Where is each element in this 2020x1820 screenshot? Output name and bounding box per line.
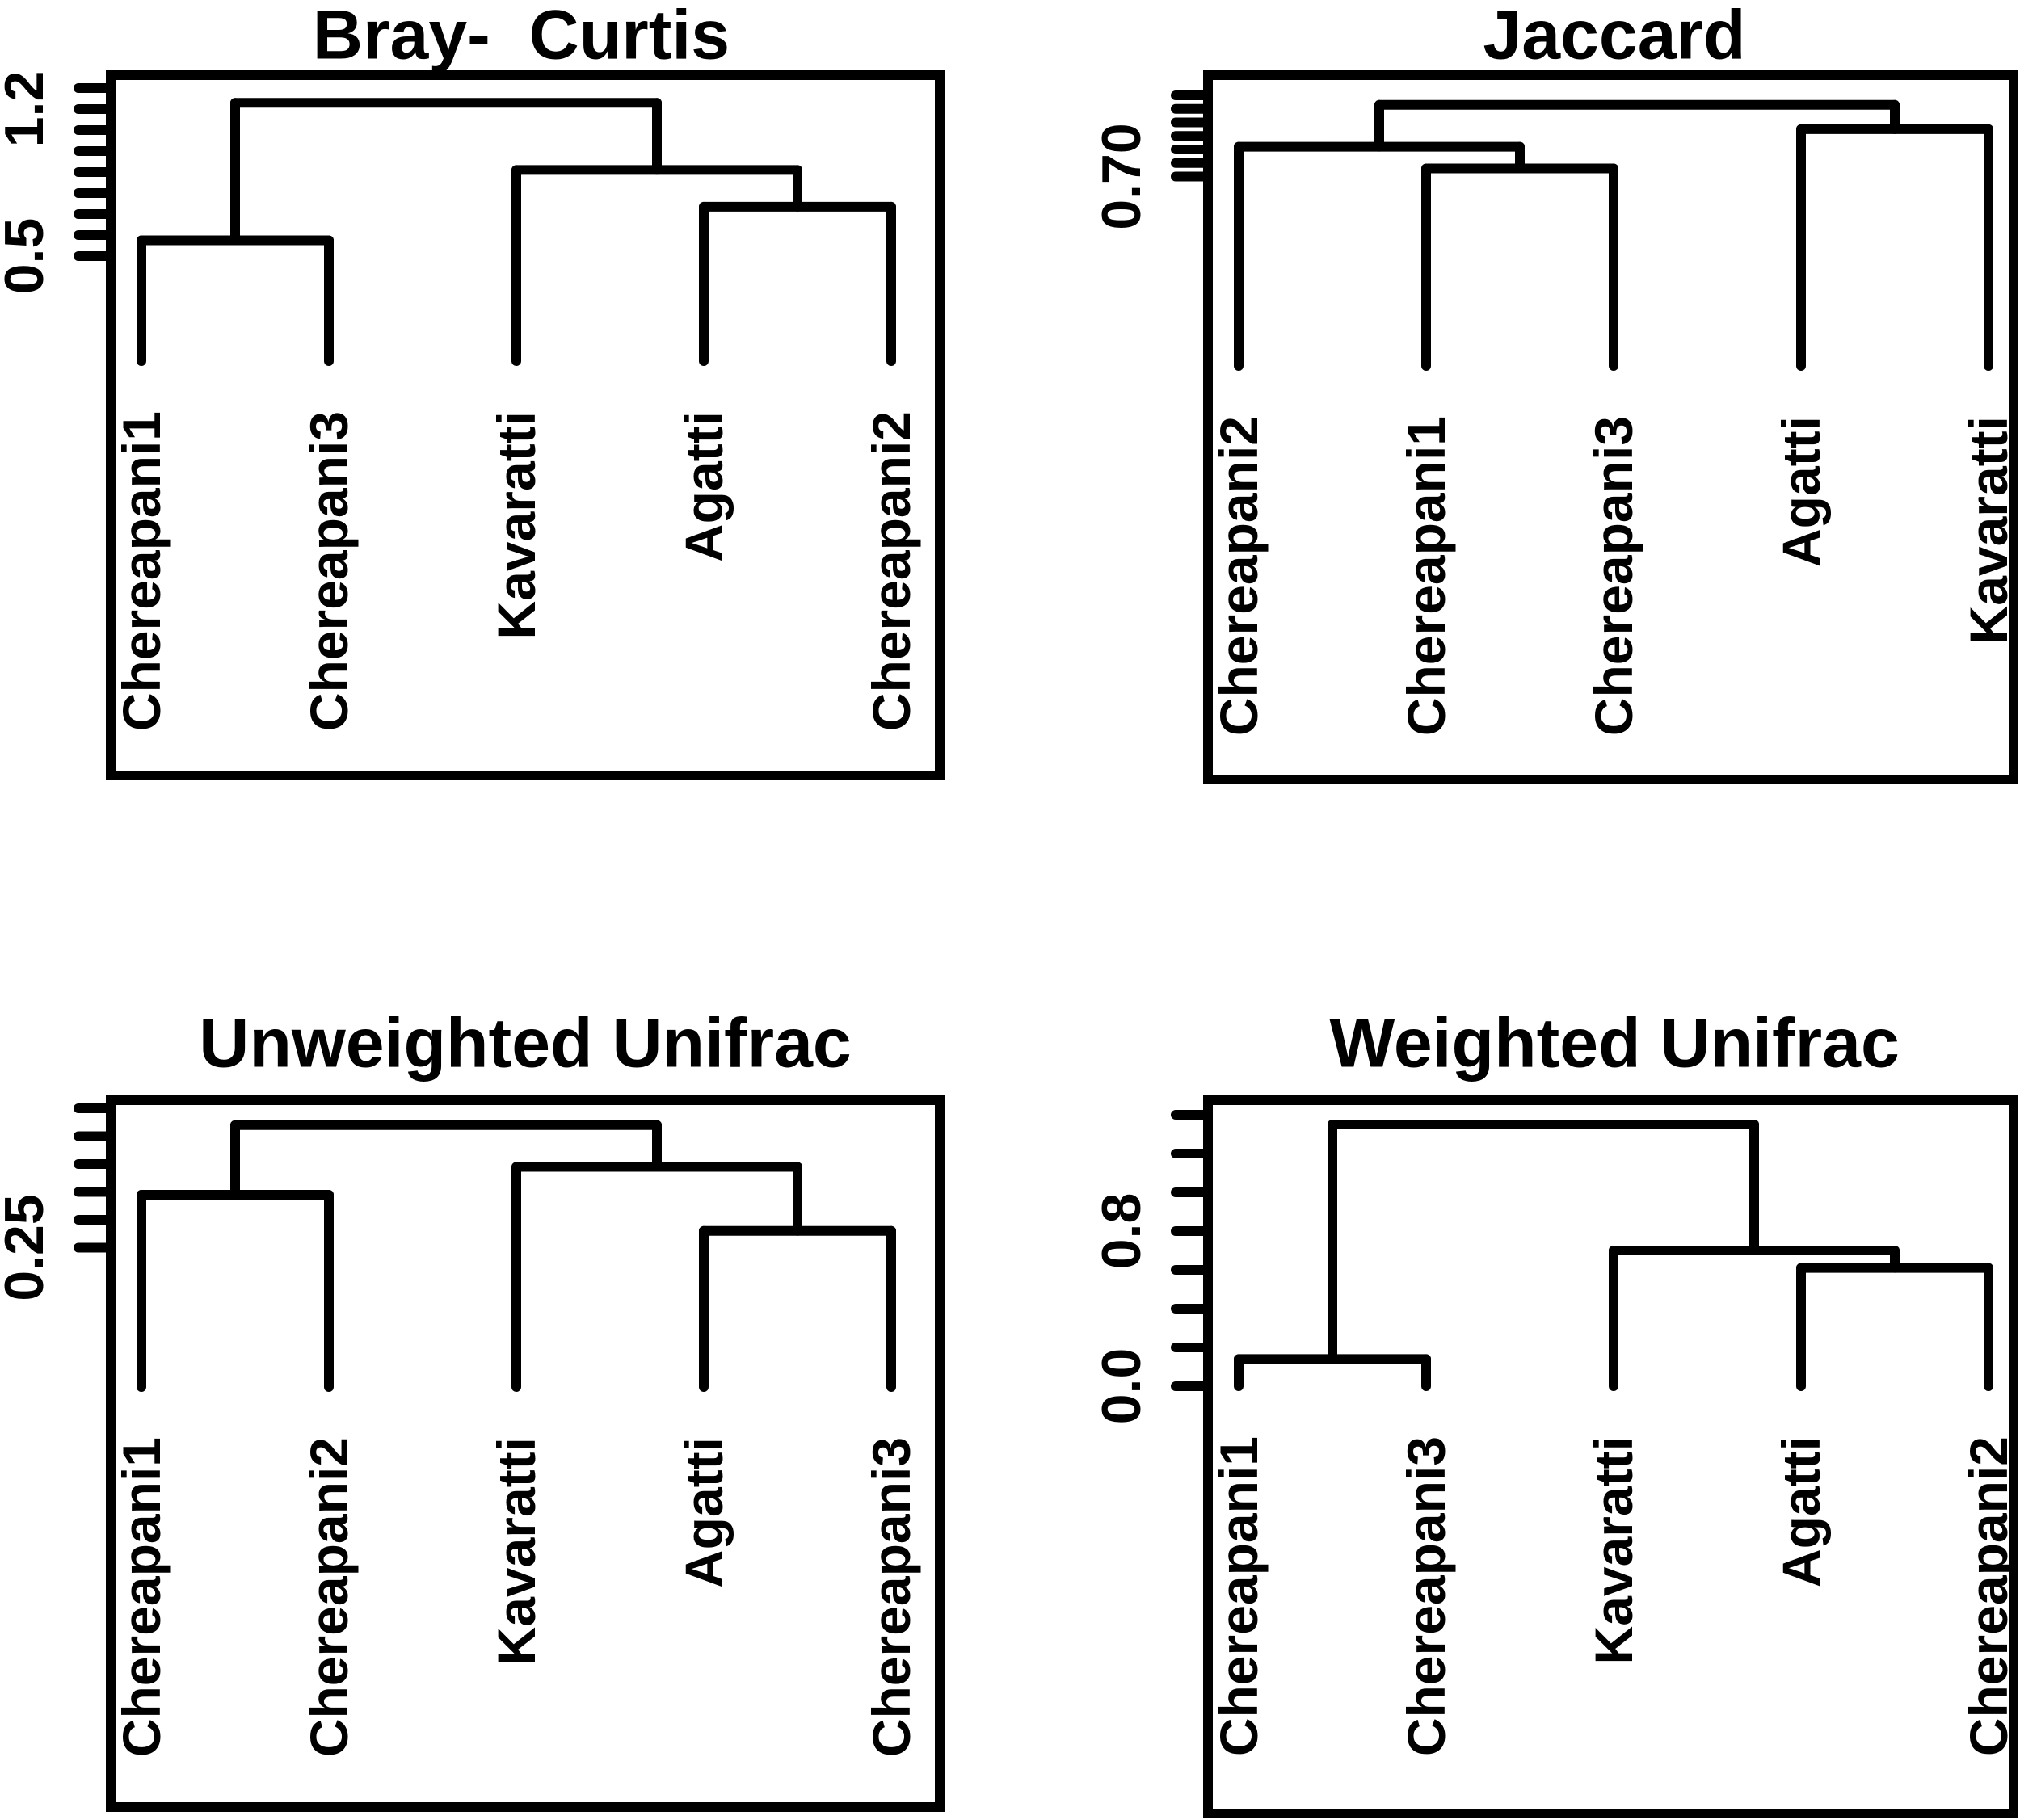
leaf-label: Chereapani3 [1584, 416, 1643, 736]
axis-tick-label: 1.2 [0, 71, 55, 148]
plot-title-bray-curtis: Bray- Curtis [312, 0, 730, 74]
axis-tick-label: 0.0 [1091, 1348, 1152, 1425]
leaf-label: Chereapani3 [861, 1437, 921, 1757]
plot-title-jaccard: Jaccard [1483, 0, 1746, 74]
axis-tick-label: 0.25 [0, 1194, 55, 1301]
leaf-label: Kavaratti [1584, 1436, 1643, 1664]
leaf-label: Agatti [674, 411, 734, 562]
leaf-label: Chereapani1 [112, 1437, 171, 1757]
leaf-label: Agatti [1771, 1436, 1831, 1587]
leaf-label: Kavaratti [486, 411, 546, 639]
leaf-label: Chereapani1 [1209, 1436, 1269, 1756]
axis-tick-label: 0.70 [1091, 123, 1152, 229]
leaf-label: Chereapani2 [1209, 416, 1269, 736]
leaf-label: Chereapani1 [1396, 416, 1456, 736]
leaf-label: Chereapani3 [1396, 1436, 1456, 1756]
leaf-label: Chereapani1 [112, 411, 171, 731]
leaf-label: Chereapani3 [299, 411, 359, 731]
axis-tick-label: 0.5 [0, 218, 55, 295]
plot-title-unweighted-unifrac: Unweighted Unifrac [199, 1004, 852, 1082]
axis-tick-label: 0.8 [1091, 1193, 1152, 1270]
leaf-label: Agatti [674, 1437, 734, 1588]
plot-frame [1203, 1095, 2018, 1818]
leaf-label: Kavaratti [486, 1437, 546, 1665]
plot-frame [106, 1095, 945, 1812]
plot-frame [1203, 70, 2018, 784]
leaf-label: Kavaratti [1959, 416, 2018, 644]
leaf-label: Chereapani2 [299, 1437, 359, 1757]
plot-title-weighted-unifrac: Weighted Unifrac [1329, 1004, 1900, 1082]
leaf-label: Chereapani2 [861, 411, 921, 731]
leaf-label: Chereapani2 [1959, 1436, 2018, 1756]
leaf-label: Agatti [1771, 416, 1831, 567]
plot-frame [106, 70, 945, 780]
